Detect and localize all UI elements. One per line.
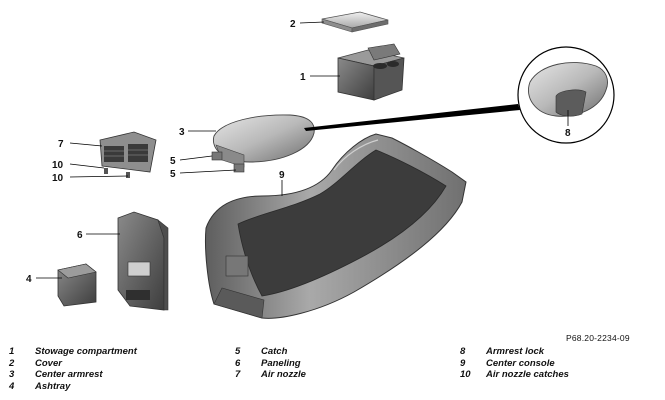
callout-9: 9: [279, 170, 285, 181]
cover-part: [321, 11, 389, 33]
figure-reference: P68.20-2234-09: [566, 333, 630, 343]
legend-number: 2: [9, 357, 15, 369]
air-nozzle-part: [99, 131, 157, 178]
legend-item: 4 Ashtray: [9, 381, 137, 393]
legend-number: 4: [9, 380, 15, 392]
legend-label: Ashtray: [35, 380, 71, 392]
callout-3: 3: [179, 127, 185, 138]
callouts: 2 1 3 7 10 10 5 5 6 4 9 8: [26, 19, 571, 285]
stowage-compartment-part: [337, 43, 405, 101]
legend-item: 9 Center console: [460, 358, 569, 370]
paneling-part: [117, 211, 169, 311]
callout-1: 1: [300, 72, 306, 83]
legend-label: Center console: [486, 357, 555, 369]
legend-item: 7 Air nozzle: [235, 369, 306, 381]
callout-5-a: 5: [170, 156, 176, 167]
legend-number: 8: [460, 346, 466, 357]
legend-number: 5: [235, 346, 241, 357]
legend-item: 1 Stowage compartment: [9, 346, 137, 358]
legend-label: Catch: [261, 346, 288, 357]
center-console-part: [205, 133, 467, 319]
legend-item: 10 Air nozzle catches: [460, 369, 569, 381]
legend-item: 6 Paneling: [235, 358, 306, 370]
legend-number: 7: [235, 369, 241, 380]
legend-column-2: 5 Catch 6 Paneling 7 Air nozzle: [235, 346, 306, 381]
center-armrest-part: [212, 114, 315, 168]
legend-label: Air nozzle catches: [486, 369, 569, 380]
armrest-lock-detail: [304, 46, 615, 144]
legend-label: Air nozzle: [261, 369, 306, 380]
callout-5-b: 5: [170, 169, 176, 180]
legend-item: 5 Catch: [235, 346, 306, 358]
legend-label: Cover: [35, 357, 62, 369]
callout-10-b: 10: [52, 173, 64, 184]
legend-number: 10: [460, 369, 471, 380]
callout-10-a: 10: [52, 160, 64, 171]
legend-label: Center armrest: [35, 369, 103, 380]
legend-label: Paneling: [261, 357, 301, 369]
legend-label: Stowage compartment: [35, 346, 137, 357]
legend-number: 6: [235, 357, 241, 369]
legend-number: 1: [9, 346, 15, 357]
legend-item: 3 Center armrest: [9, 369, 137, 381]
callout-4: 4: [26, 274, 32, 285]
callout-6: 6: [77, 230, 83, 241]
legend-item: 8 Armrest lock: [460, 346, 569, 358]
ashtray-part: [57, 263, 97, 307]
legend-column-1: 1 Stowage compartment 2 Cover 3 Center armr…: [9, 346, 137, 392]
legend-item: 2 Cover: [9, 358, 137, 370]
legend-number: 3: [9, 369, 15, 380]
callout-8: 8: [565, 128, 571, 139]
legend-number: 9: [460, 357, 466, 369]
leader-lines: [36, 21, 569, 279]
callout-2: 2: [290, 19, 296, 30]
callout-7: 7: [58, 139, 64, 150]
legend-column-3: 8 Armrest lock 9 Center console 10 Air nozz…: [460, 346, 569, 381]
legend-label: Armrest lock: [486, 346, 545, 357]
